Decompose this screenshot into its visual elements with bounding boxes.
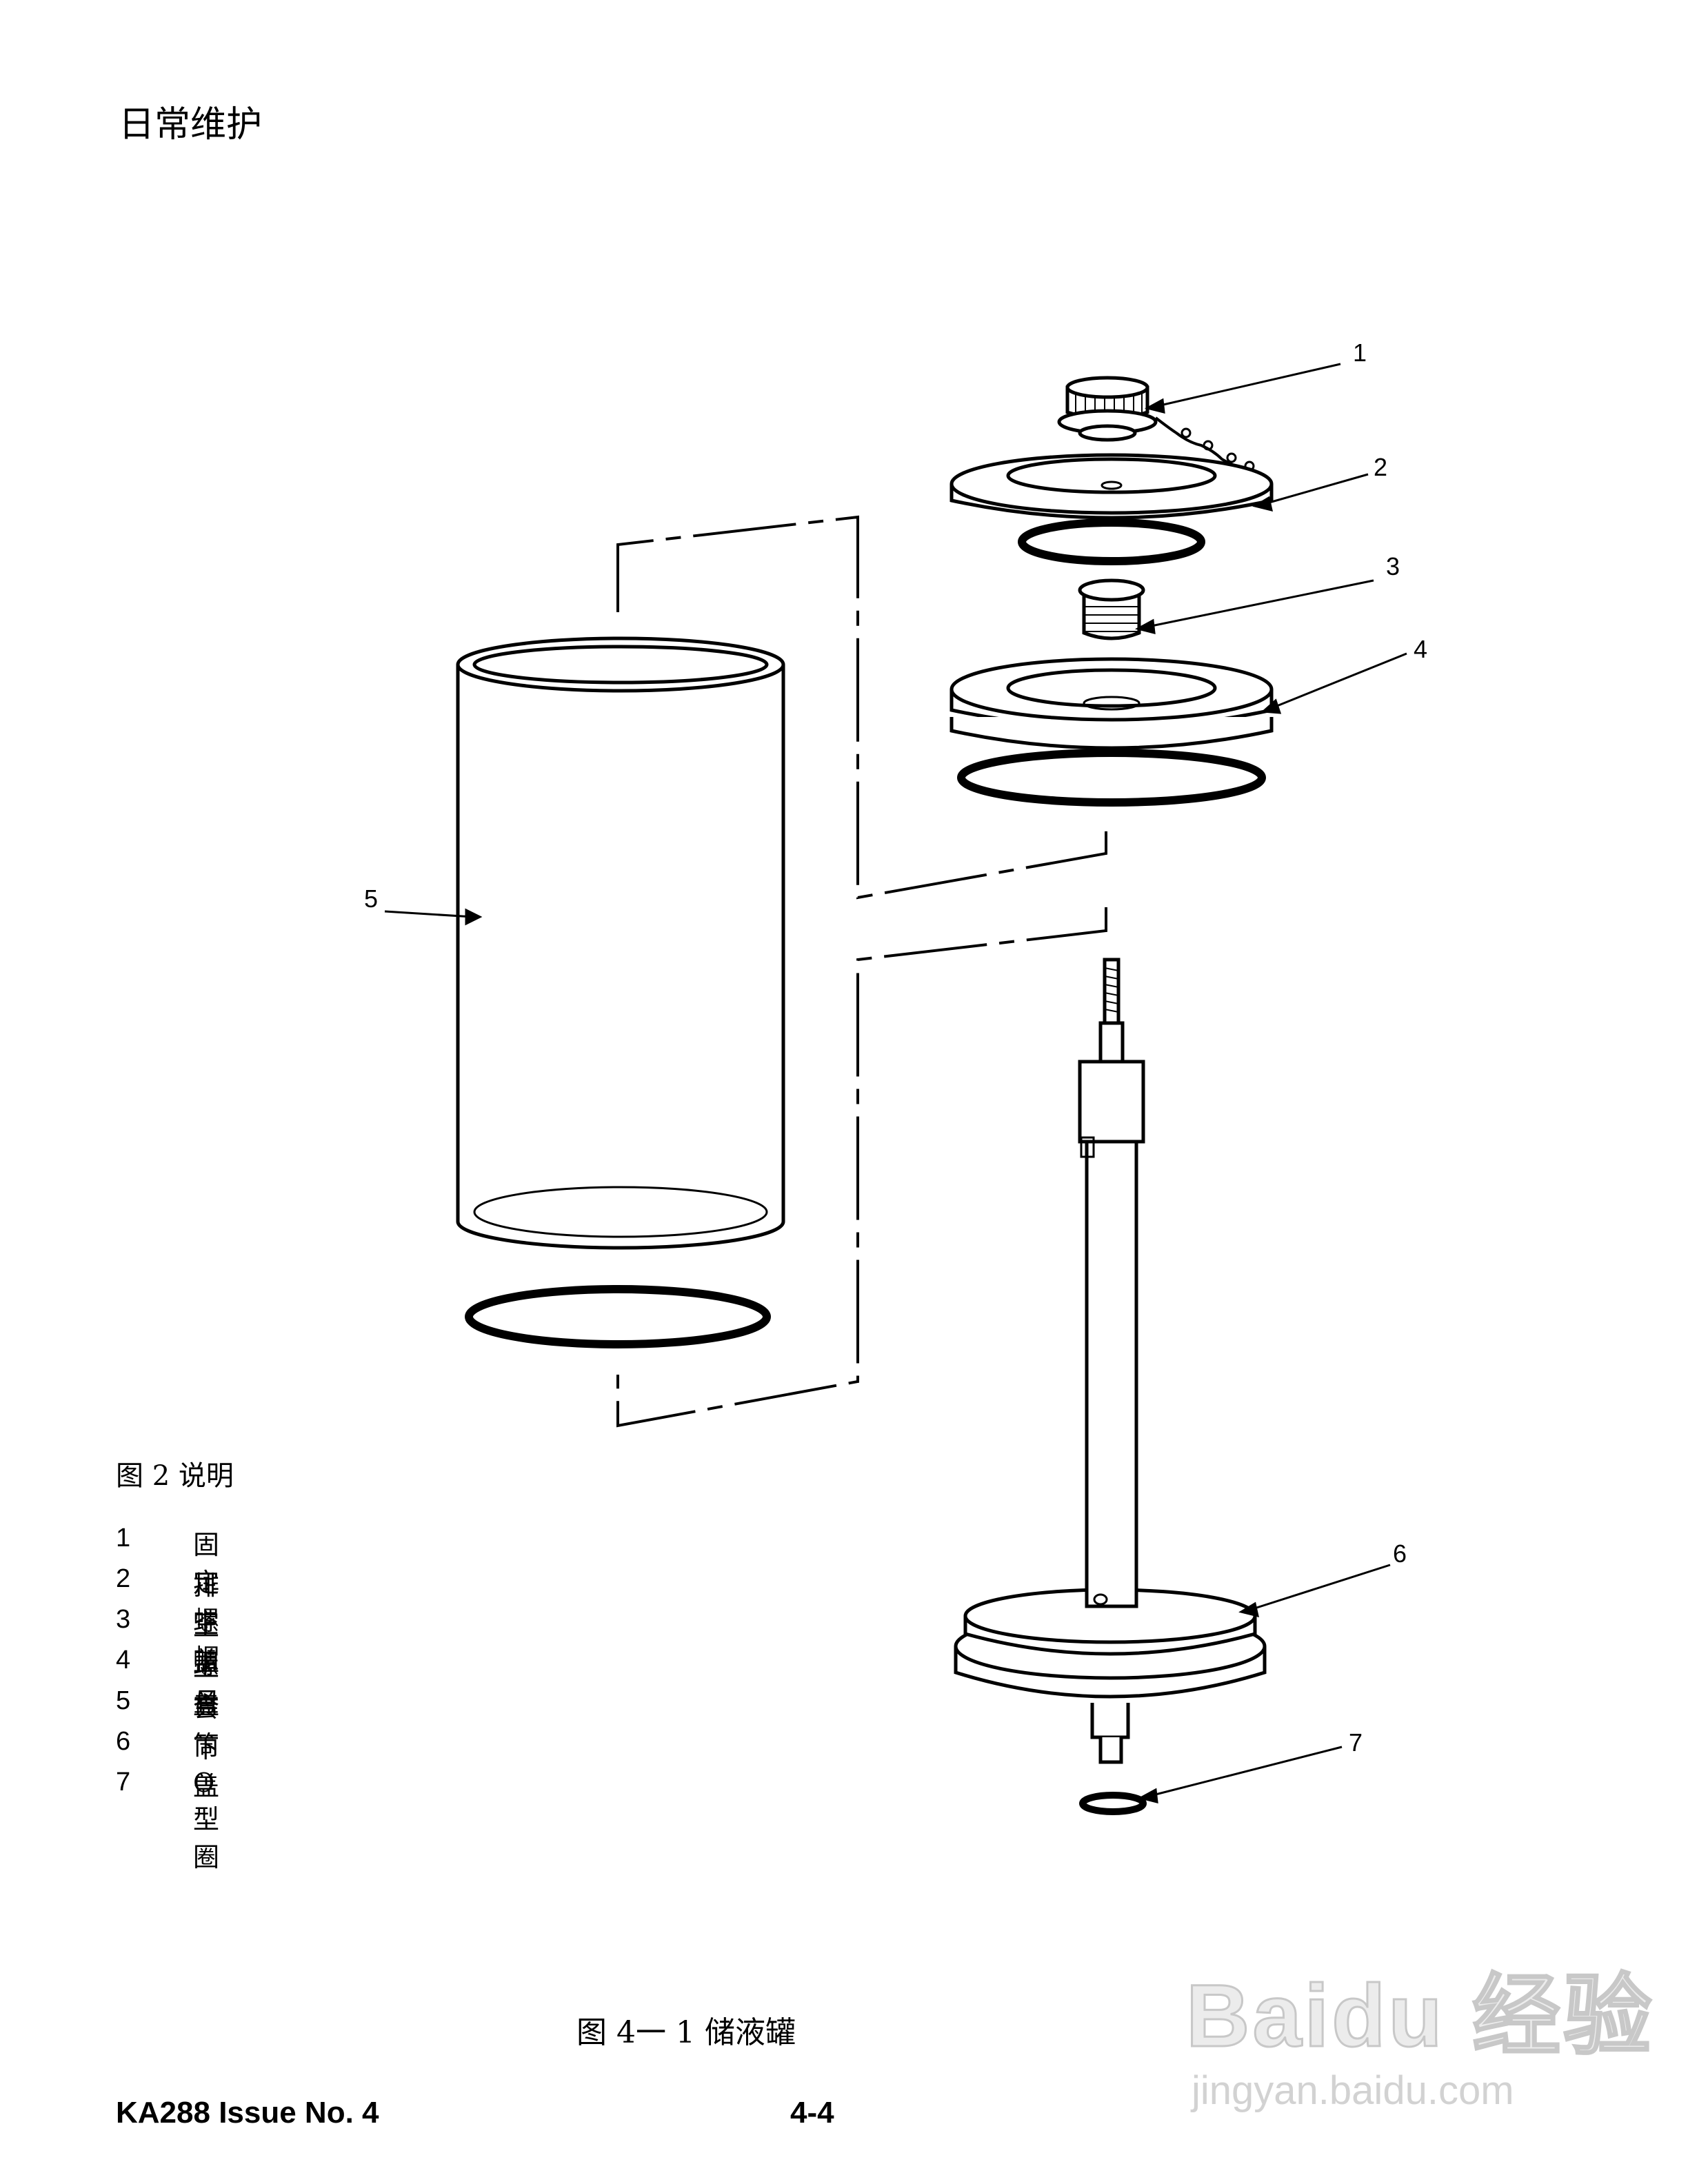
watermark-logo: Baidu 经验 (1185, 1966, 1655, 2067)
part-5-sleeve (456, 636, 785, 1348)
callout-2: 2 (1374, 453, 1387, 481)
watermark-url: jingyan.baidu.com (1192, 2068, 1514, 2113)
callout-4: 4 (1414, 635, 1427, 663)
part-4-upper-cover (950, 657, 1274, 807)
footer-page-number: 4-4 (790, 2096, 834, 2130)
part-1-fixing-nut (1057, 376, 1262, 484)
callout-6: 6 (1393, 1539, 1407, 1568)
assembly-guide-lines (616, 515, 1107, 1428)
baidu-watermark: Baidu 经验 jingyan.baidu.com (1185, 1944, 1655, 2114)
page-title: 日常维护 (119, 104, 263, 145)
part-7-o-ring (1079, 1792, 1147, 1815)
leader-lines (384, 363, 1407, 1803)
part-6-lower-cover (954, 958, 1267, 1764)
callout-5: 5 (364, 884, 378, 913)
callout-1: 1 (1353, 338, 1367, 367)
callout-3: 3 (1386, 552, 1400, 580)
part-3-upper-nut (1078, 578, 1145, 640)
callout-7: 7 (1349, 1728, 1363, 1757)
legend-title: 图 2 说明 (116, 1460, 234, 1492)
part-2-drain-cap (950, 453, 1274, 565)
footer-doc-id: KA288 Issue No. 4 (116, 2096, 379, 2130)
figure-caption: 图 4一 1 储液罐 (576, 2015, 796, 2050)
